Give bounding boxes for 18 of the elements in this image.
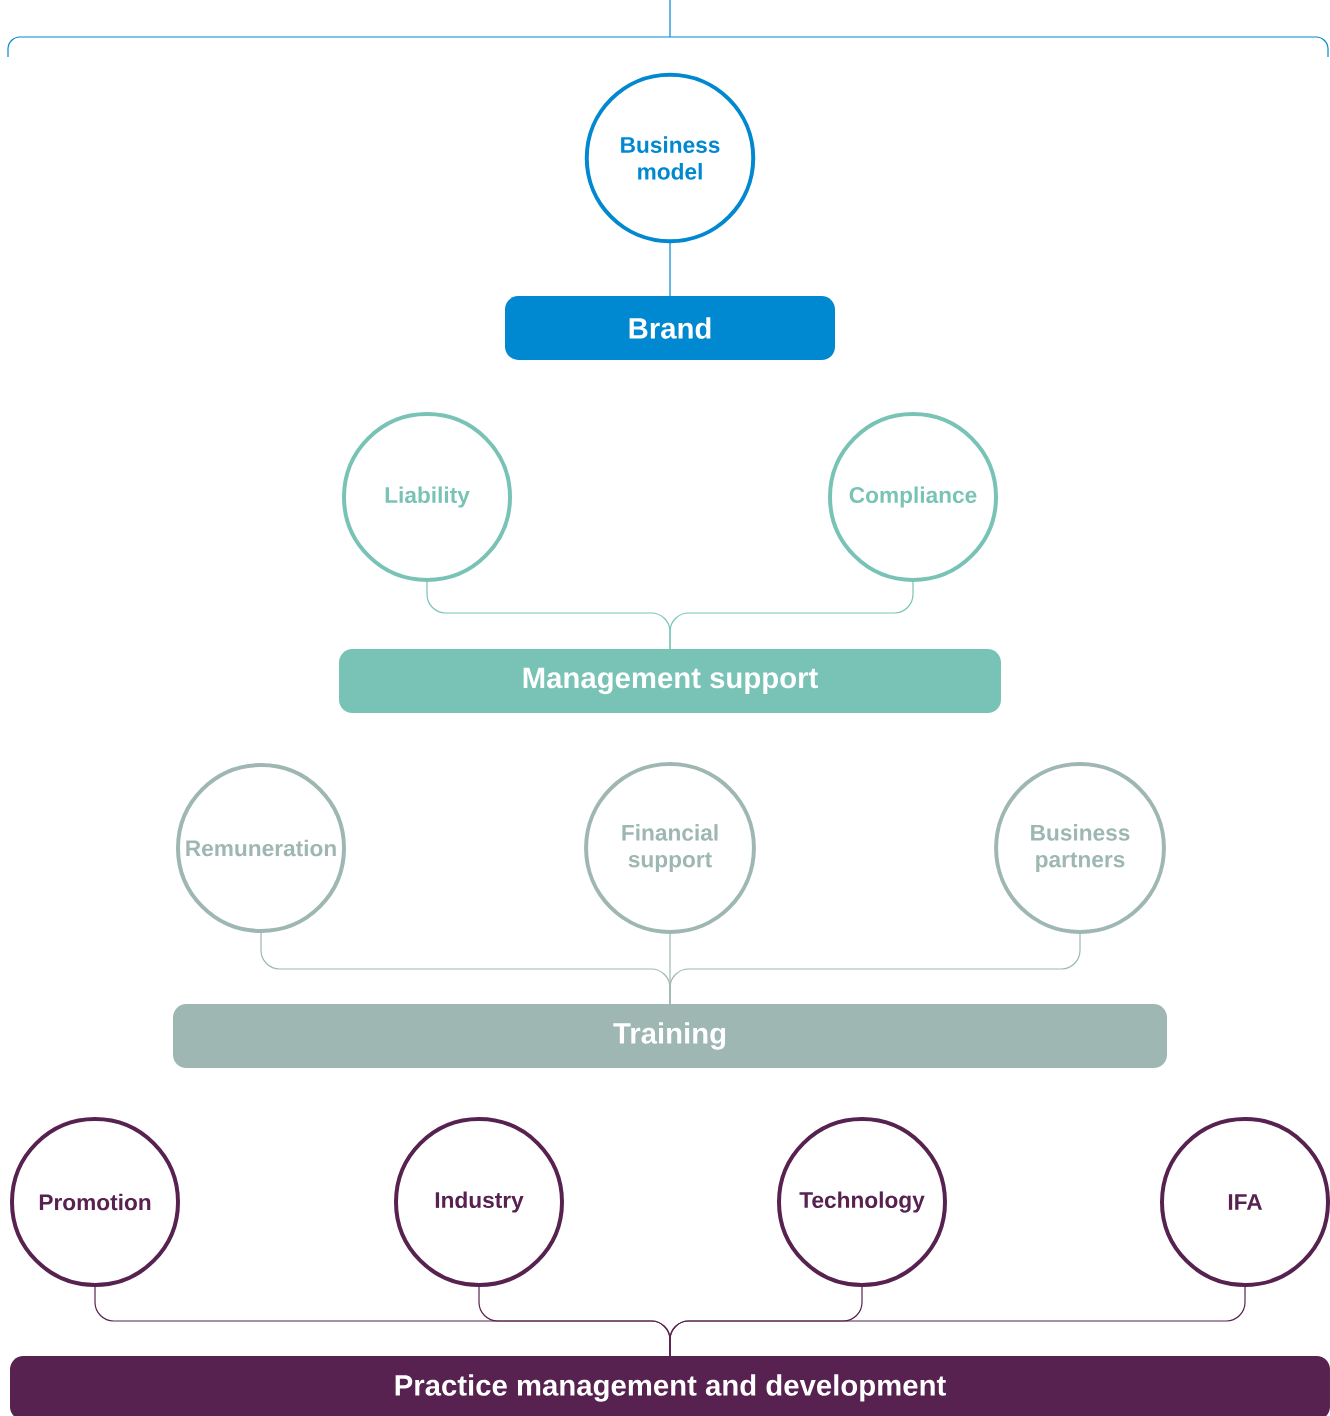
connector-line <box>669 1286 1246 1357</box>
circle-node: Remuneration <box>176 763 346 933</box>
circle-node: Compliance <box>828 412 998 582</box>
circle-node: Technology <box>777 1117 947 1287</box>
connector-line <box>669 242 671 297</box>
circle-node: Liability <box>342 412 512 582</box>
circle-node: Financial support <box>584 762 756 934</box>
circle-node: Business partners <box>994 762 1166 934</box>
category-bar: Brand <box>505 296 835 360</box>
category-bar: Management support <box>339 649 1001 713</box>
category-bar: Training <box>173 1004 1167 1068</box>
circle-node: IFA <box>1160 1117 1330 1287</box>
circle-node: Business model <box>584 72 756 244</box>
connector-line <box>669 581 914 650</box>
circle-node: Promotion <box>10 1117 180 1287</box>
connector-line <box>669 932 1081 1005</box>
circle-node: Industry <box>394 1117 564 1287</box>
category-bar: Practice management and development <box>10 1356 1330 1416</box>
